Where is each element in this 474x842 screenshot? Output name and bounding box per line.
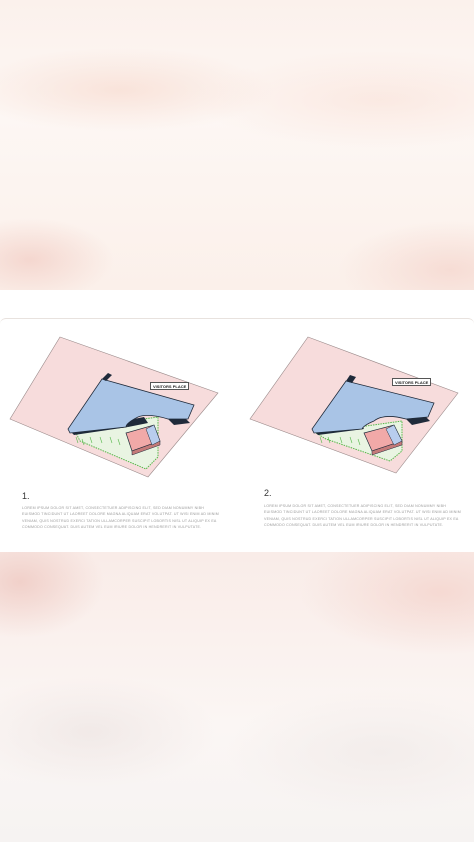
diagram-panel-1: VISITORS PLACE 1. LOREM IPSUM DOLOR SIT … <box>8 333 230 543</box>
diagram-panel-2: VISITORS PLACE 2. LOREM IPSUM DOLOR SIT … <box>246 333 468 543</box>
panel-caption: LOREM IPSUM DOLOR SIT AMET, CONSECTETUER… <box>22 506 219 530</box>
main-building <box>67 378 195 434</box>
main-building <box>311 380 435 434</box>
visitors-place-tag: VISITORS PLACE <box>150 382 190 390</box>
panel-caption: LOREM IPSUM DOLOR SIT AMET, CONSECTETUER… <box>264 504 461 528</box>
panel-number: 1. <box>22 491 30 501</box>
site-axonometric-1 <box>9 336 219 478</box>
site-axonometric-2 <box>249 336 459 474</box>
blurred-background-bottom <box>0 552 474 842</box>
visitors-place-tag: VISITORS PLACE <box>392 378 432 386</box>
panel-number: 2. <box>264 488 272 498</box>
diagram-card: VISITORS PLACE 1. LOREM IPSUM DOLOR SIT … <box>0 318 474 554</box>
blurred-background-top <box>0 0 474 290</box>
